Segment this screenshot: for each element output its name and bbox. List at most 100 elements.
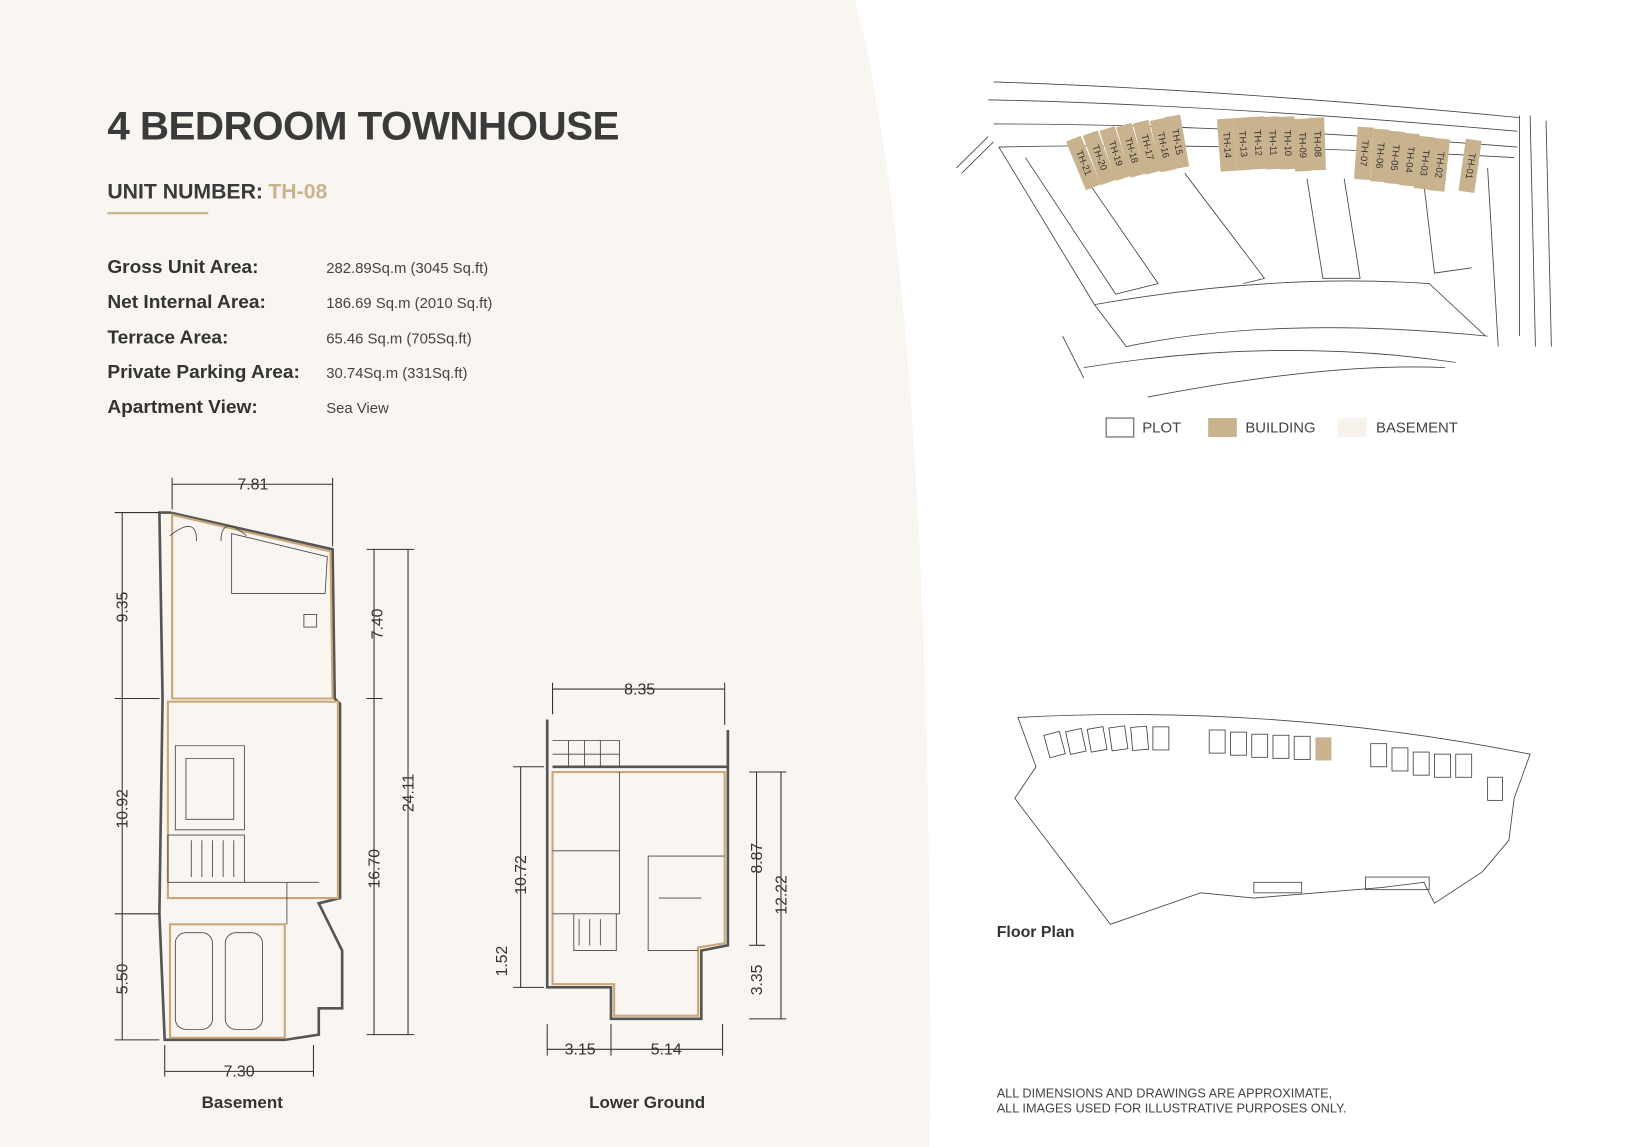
unit-block: TH-16 bbox=[1149, 117, 1177, 173]
unit-label: TH-13 bbox=[1236, 130, 1249, 157]
background-panel bbox=[0, 0, 931, 1147]
unit-label: TH-07 bbox=[1357, 140, 1370, 167]
car-icon bbox=[174, 932, 213, 1030]
disclaimer-line: ALL IMAGES USED FOR ILLUSTRATIVE PURPOSE… bbox=[997, 1101, 1347, 1115]
page-title: 4 BEDROOM TOWNHOUSE bbox=[107, 104, 619, 149]
unit-block: TH-18 bbox=[1116, 122, 1147, 178]
spec-value: 65.46 Sq.m (705Sq.ft) bbox=[326, 332, 471, 348]
dim-label: 5.50 bbox=[114, 963, 131, 994]
spec-label: Terrace Area: bbox=[107, 328, 228, 349]
spec-value: Sea View bbox=[326, 401, 389, 417]
building-block bbox=[1399, 132, 1420, 187]
unit-block: TH-17 bbox=[1132, 119, 1162, 175]
dim-label: 3.35 bbox=[749, 964, 766, 995]
highlighted-unit-th-08 bbox=[1315, 737, 1332, 761]
building-block bbox=[1308, 117, 1326, 171]
unit-block: TH-11 bbox=[1263, 116, 1282, 170]
spec-value: 186.69 Sq.m (2010 Sq.ft) bbox=[326, 296, 492, 312]
unit-block: TH-15 bbox=[1164, 114, 1190, 170]
unit-block: TH-13 bbox=[1232, 117, 1253, 171]
unit-label: TH-05 bbox=[1388, 144, 1401, 171]
unit-block: TH-12 bbox=[1248, 116, 1267, 170]
unit-block: TH-03 bbox=[1413, 135, 1436, 190]
unit-block: TH-02 bbox=[1428, 137, 1450, 192]
unit-label: TH-01 bbox=[1463, 152, 1478, 180]
building-block bbox=[1132, 119, 1162, 175]
unit-label: TH-11 bbox=[1266, 130, 1278, 156]
building-block bbox=[1065, 135, 1101, 191]
dim-label: 5.14 bbox=[651, 1042, 682, 1059]
dim-label: 7.30 bbox=[224, 1064, 255, 1081]
legend-swatch-building bbox=[1208, 418, 1237, 437]
building-block bbox=[1413, 135, 1436, 190]
dim-label: 7.81 bbox=[237, 477, 268, 494]
dim-label: 7.40 bbox=[369, 608, 386, 639]
building-block bbox=[1293, 118, 1312, 172]
dim-label: 8.87 bbox=[749, 843, 766, 874]
unit-block: TH-08 bbox=[1308, 117, 1326, 171]
unit-label: TH-06 bbox=[1373, 142, 1386, 169]
building-block bbox=[1458, 138, 1482, 193]
unit-label: TH-12 bbox=[1251, 129, 1263, 156]
dim-label: 16.70 bbox=[366, 849, 383, 889]
building-block bbox=[1116, 122, 1147, 178]
building-block bbox=[1263, 116, 1282, 170]
unit-block: TH-01 bbox=[1458, 138, 1482, 193]
building-block bbox=[1278, 116, 1297, 170]
unit-label: TH-03 bbox=[1417, 149, 1431, 176]
building-block bbox=[1164, 114, 1190, 170]
building-block bbox=[1369, 128, 1390, 183]
dim-label: 9.35 bbox=[114, 592, 131, 623]
unit-label: TH-09 bbox=[1296, 132, 1308, 159]
unit-block: TH-19 bbox=[1099, 126, 1131, 181]
unit-label: TH-16 bbox=[1155, 131, 1171, 159]
dim-label: 10.92 bbox=[114, 789, 131, 828]
unit-number-value: TH-08 bbox=[268, 181, 327, 204]
unit-label: TH-02 bbox=[1432, 151, 1446, 178]
specs-list: Gross Unit Area: 282.89Sq.m (3045 Sq.ft)… bbox=[107, 257, 492, 418]
unit-block: TH-14 bbox=[1216, 118, 1237, 172]
spec-label: Net Internal Area: bbox=[107, 292, 266, 313]
unit-label: TH-14 bbox=[1220, 132, 1233, 159]
spec-label: Private Parking Area: bbox=[107, 362, 300, 383]
spec-value: 282.89Sq.m (3045 Sq.ft) bbox=[326, 261, 488, 277]
site-legend: PLOT BUILDING BASEMENT bbox=[1105, 417, 1458, 438]
unit-block: TH-21 bbox=[1065, 135, 1101, 191]
building-block bbox=[1428, 137, 1450, 192]
basement-caption: Basement bbox=[202, 1093, 284, 1112]
legend-label: BUILDING bbox=[1245, 421, 1315, 437]
building-block bbox=[1099, 126, 1131, 181]
unit-number-label: UNIT NUMBER: bbox=[107, 181, 263, 204]
legend-swatch-basement bbox=[1337, 418, 1367, 437]
lower-ground-caption: Lower Ground bbox=[589, 1093, 705, 1112]
building-block bbox=[1384, 130, 1405, 185]
spec-value: 30.74Sq.m (331Sq.ft) bbox=[326, 366, 467, 382]
building-block bbox=[1082, 130, 1116, 186]
dim-label: 3.15 bbox=[565, 1042, 596, 1059]
building-block bbox=[1248, 116, 1267, 170]
unit-block: TH-05 bbox=[1384, 130, 1405, 185]
dim-label: 8.35 bbox=[624, 681, 655, 698]
dim-label: 24.11 bbox=[400, 774, 417, 812]
basement-plan: 7.81 9.35 10.92 5.50 7.40 16.70 24.11 7.… bbox=[114, 477, 417, 1113]
unit-block: TH-06 bbox=[1369, 128, 1390, 183]
spec-label: Gross Unit Area: bbox=[107, 257, 258, 278]
unit-block: TH-04 bbox=[1399, 132, 1420, 187]
unit-label: TH-15 bbox=[1169, 128, 1185, 156]
building-block bbox=[1149, 117, 1177, 173]
key-plan: Floor Plan bbox=[997, 714, 1531, 941]
building-block bbox=[1216, 118, 1237, 172]
key-plan-caption: Floor Plan bbox=[997, 924, 1075, 941]
dim-label: 10.72 bbox=[513, 855, 530, 894]
unit-block: TH-10 bbox=[1278, 116, 1297, 170]
spec-label: Apartment View: bbox=[107, 397, 257, 418]
dim-label: 12.22 bbox=[773, 875, 790, 914]
unit-label: TH-04 bbox=[1403, 146, 1416, 173]
unit-number: UNIT NUMBER:TH-08 bbox=[107, 181, 327, 204]
legend-label: PLOT bbox=[1142, 421, 1181, 437]
building-block bbox=[1232, 117, 1253, 171]
